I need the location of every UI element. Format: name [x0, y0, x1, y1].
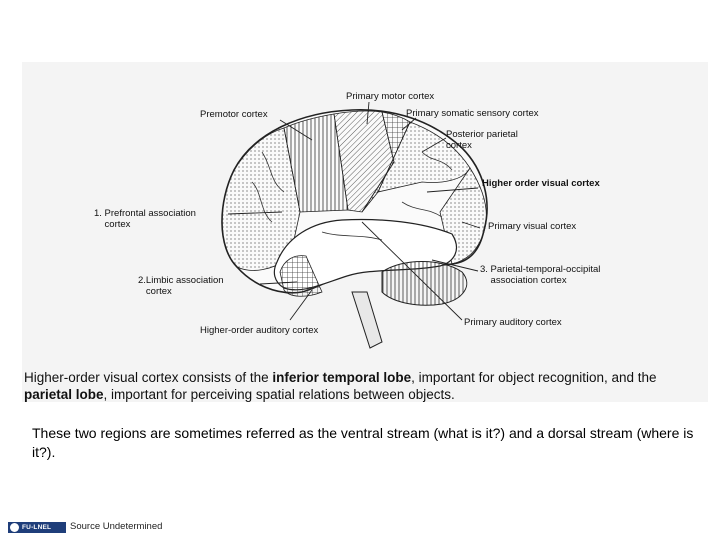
label-posterior-parietal: Posterior parietal cortex [446, 129, 518, 151]
caption-bold-2: parietal lobe [24, 387, 104, 402]
label-primary-visual: Primary visual cortex [488, 221, 577, 232]
caption-text-3: , important for perceiving spatial relat… [103, 387, 455, 402]
footer-source: Source Undetermined [70, 521, 163, 532]
prefrontal-region [221, 127, 301, 271]
caption-bold-1: inferior temporal lobe [272, 370, 412, 385]
label-primary-auditory: Primary auditory cortex [464, 317, 562, 328]
logo-icon [10, 523, 19, 532]
label-higher-auditory: Higher-order auditory cortex [200, 325, 319, 336]
label-prefrontal: 1. Prefrontal association cortex [94, 208, 196, 230]
caption-text-2: , important for object recognition, and … [411, 370, 657, 385]
logo-text: FU-LNEL [22, 524, 52, 531]
somatic-region [361, 111, 411, 213]
label-premotor: Premotor cortex [200, 109, 268, 120]
slide-note: These two regions are sometimes referred… [32, 425, 694, 460]
label-ptoc: 3. Parietal-temporal-occipital associati… [480, 264, 601, 286]
label-higher-visual: Higher order visual cortex [482, 178, 600, 189]
label-limbic: 2.Limbic association cortex [138, 275, 224, 297]
auditory-region [279, 255, 323, 297]
brain-diagram: Primary motor cortex Premotor cortex Pri… [22, 62, 708, 402]
label-primary-somatic: Primary somatic sensory cortex [406, 108, 539, 119]
brainstem [351, 291, 383, 349]
brain-drawing [221, 101, 488, 349]
caption-text-1: Higher-order visual cortex consists of t… [24, 370, 273, 385]
figure-caption: Higher-order visual cortex consists of t… [24, 369, 704, 403]
footer-logo: FU-LNEL [8, 522, 66, 533]
label-primary-motor: Primary motor cortex [346, 91, 435, 102]
